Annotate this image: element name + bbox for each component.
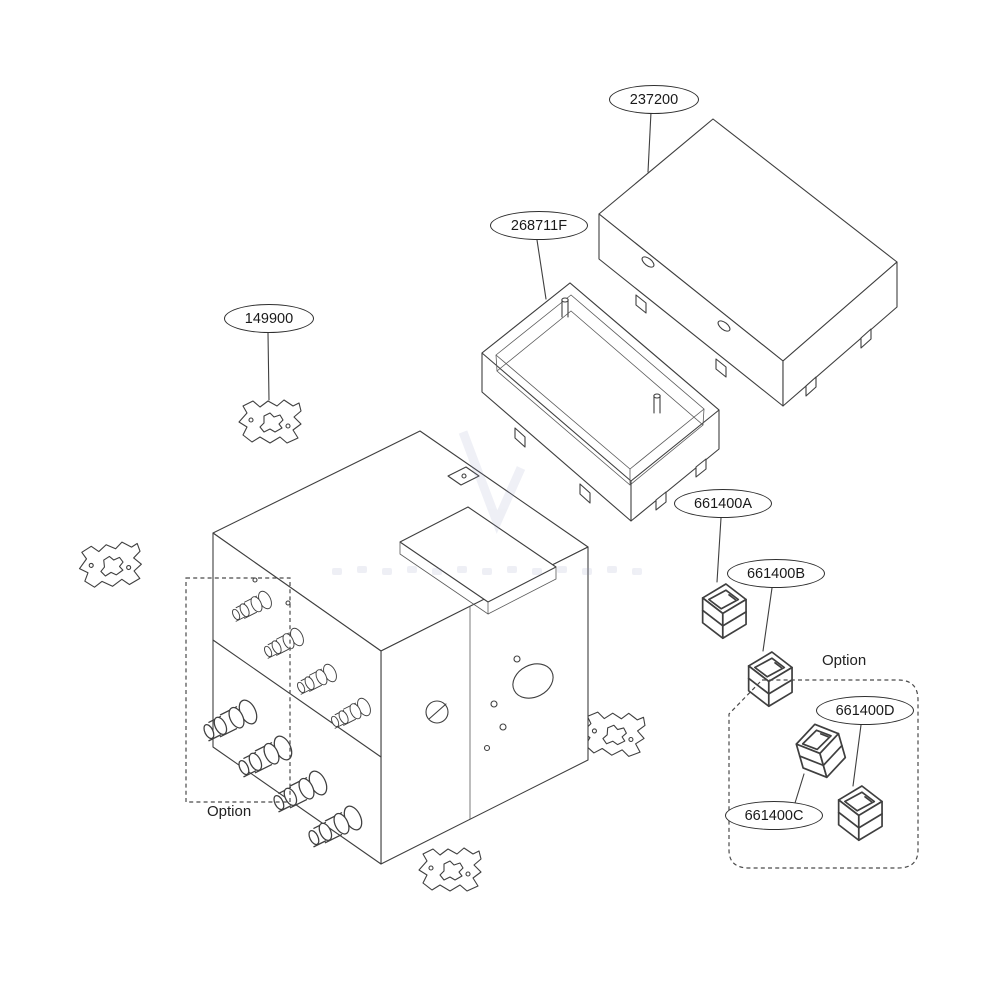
leader-268711F [536,239,547,300]
leader-149900 [267,332,270,401]
callout-661400A[interactable]: 661400A [674,489,772,518]
part-tray-268711F [481,282,720,522]
callout-237200[interactable]: 237200 [609,85,699,114]
leader-237200 [647,111,652,173]
part-bracket-left [76,539,144,591]
leader-661400D [852,724,862,787]
part-connector-661400D [837,785,883,842]
watermark [332,430,642,575]
callout-268711F[interactable]: 268711F [490,211,588,240]
part-bracket-149900 [238,399,302,444]
part-connector-661400A [701,583,747,640]
callout-149900[interactable]: 149900 [224,304,314,333]
part-main-body [212,430,589,865]
option-box-right [728,679,919,869]
callout-661400B[interactable]: 661400B [727,559,825,588]
option-label-right: Option [822,652,867,669]
leader-lines [267,111,862,804]
leader-661400C [794,773,805,804]
part-bracket-right [580,709,647,758]
part-bracket-bottom [418,847,482,892]
part-cover-237200 [598,118,898,407]
part-connector-661400B [747,651,793,708]
callout-661400D[interactable]: 661400D [816,696,914,725]
part-connector-661400C [791,717,850,784]
callout-661400C[interactable]: 661400C [725,801,823,830]
option-label-left: Option [207,803,252,820]
option-box-left [185,577,291,803]
leader-661400A [716,517,722,583]
leader-661400B [762,587,773,652]
